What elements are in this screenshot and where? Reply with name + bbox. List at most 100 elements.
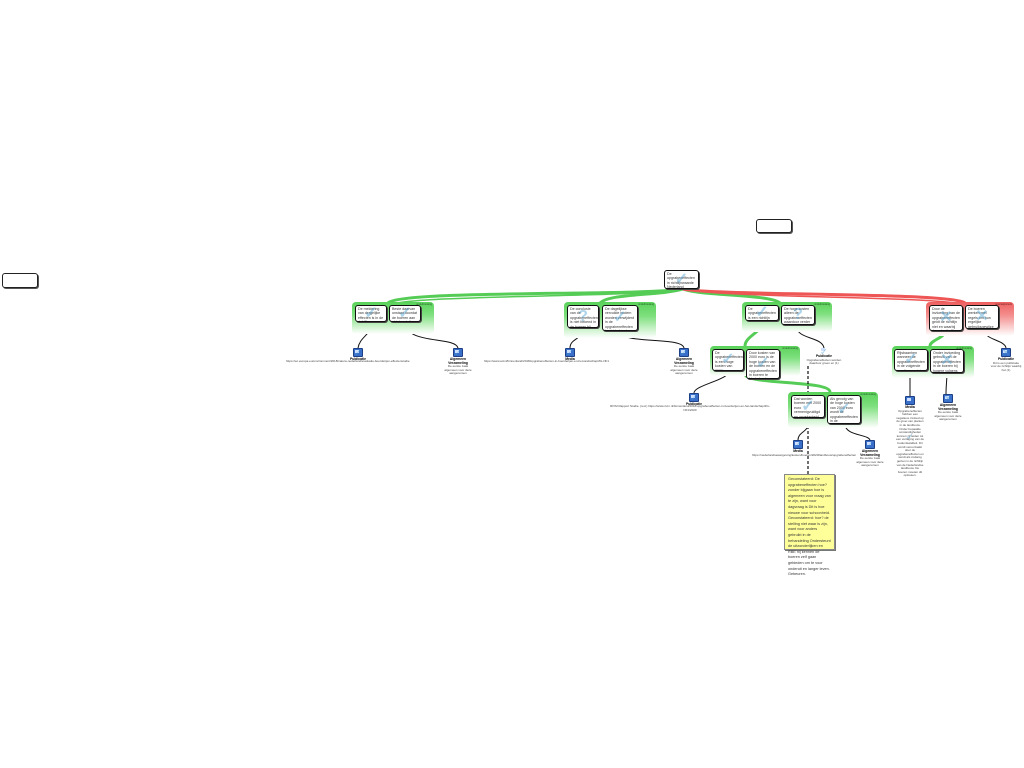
- media-icon: [565, 348, 575, 357]
- source-3b-1[interactable]: Media ✓: [786, 440, 810, 454]
- source-title: Publicatie: [349, 357, 367, 361]
- source-2-2[interactable]: Algemeen Verzameling De eerste zaak alge…: [668, 348, 700, 376]
- source-3-1[interactable]: Publicatie Opgrabeneffecten worden daard…: [806, 347, 842, 366]
- check-icon: ✓: [364, 305, 378, 322]
- claim-4a-1[interactable]: Rijsbaanhen wanneer de opgrabeneffecten …: [894, 349, 928, 371]
- source-2-1[interactable]: Media ✓: [558, 348, 582, 362]
- check-icon: ✓: [904, 351, 918, 368]
- claim-text: Beste daarvan onstaat doordat de boeren …: [392, 307, 417, 321]
- source-title: Algemeen Verzameling: [674, 357, 694, 365]
- publication-icon: [820, 347, 828, 354]
- claim-3b-2[interactable]: Als gevolg van de hoge kosten van 2000 e…: [827, 395, 861, 424]
- source-title: Publicatie: [815, 354, 833, 358]
- claim-text: De meldering van dergelijke effecten is …: [358, 307, 384, 321]
- check-icon: ✓: [721, 351, 735, 368]
- group-label: onderbouwing: [416, 303, 432, 306]
- collection-icon: [943, 394, 953, 403]
- source-title: Publicatie: [685, 402, 703, 406]
- claim-text: Door kosten van 2000 euro is de hoge kos…: [749, 351, 777, 378]
- publication-icon: [1001, 348, 1011, 357]
- source-body: De eerste zaak algemeen voor deze aangen…: [856, 456, 884, 468]
- cross-icon: ✕: [1001, 348, 1011, 359]
- check-icon: ✓: [613, 309, 627, 326]
- group-label: onderbouwing: [956, 347, 972, 350]
- link-root-group3: [682, 287, 781, 305]
- root-claim-text: De opgrabeneffecten in richtlijnwaarde N…: [667, 272, 695, 289]
- claim-3-1[interactable]: De opgrabeneffecten is een richtlijn bes…: [745, 305, 779, 321]
- claim-text: Onder invloeding gebruik van de opgraben…: [933, 351, 961, 373]
- claim-3-2[interactable]: De hoge kosten alleen de opgrabeneffecte…: [781, 305, 815, 325]
- check-icon: ✓: [689, 393, 699, 404]
- group-label: onderbouwing: [860, 393, 876, 396]
- claim-text: De conclusie van de opgrabeneffecten is …: [570, 307, 598, 328]
- claim-text: De boeren werken met regels om hun ergel…: [968, 307, 994, 329]
- claim-2-2[interactable]: De dagelijkse vervuilde bodem worden ver…: [602, 305, 638, 331]
- source-title: Media: [793, 449, 803, 453]
- check-icon: ✓: [755, 305, 769, 321]
- question-icon: ?: [578, 307, 588, 325]
- sticky-note[interactable]: Geconstateerd: De opgrabeneffecten hoe? …: [784, 474, 835, 576]
- check-icon: ✓: [679, 348, 689, 359]
- source-4a-1[interactable]: Media Opgrabeneffecten hebben een negati…: [896, 396, 924, 478]
- source-3b-2[interactable]: Algemeen Verzameling De eerste zaak alge…: [854, 440, 886, 468]
- group-label: onderbouwing: [782, 347, 798, 350]
- check-icon: ✓: [837, 400, 851, 418]
- check-icon: ✓: [674, 270, 689, 288]
- source-url[interactable]: https://nederlandsewetgeving/kosten/boer…: [752, 453, 857, 457]
- source-body: Dit is een publicatie voor de richtlijn …: [990, 360, 1022, 372]
- root-claim[interactable]: De opgrabeneffecten in richtlijnwaarde N…: [664, 270, 699, 289]
- cross-icon: ✕: [943, 394, 953, 405]
- source-3a-1[interactable]: Publicatie ✓: [682, 393, 706, 407]
- claim-text: Dat worden boeren met 2000 euro vermenig…: [794, 397, 822, 418]
- media-icon: [793, 440, 803, 449]
- source-title: Media: [565, 357, 575, 361]
- source-title: Media: [905, 405, 915, 409]
- check-icon: ✓: [565, 348, 575, 359]
- link-root-group2: [598, 287, 684, 305]
- source-title: Algemeen Verzameling: [448, 357, 468, 365]
- source-url[interactable]: RIVM Rapport Studie. (red.) https://www.…: [610, 404, 770, 412]
- check-icon: ✓: [398, 305, 412, 322]
- collection-icon: [453, 348, 463, 357]
- question-icon: ?: [793, 306, 803, 323]
- source-4a-2[interactable]: Algemeen Verzameling De eerste zaak alge…: [932, 394, 964, 422]
- claim-text: Door de invloeding van de opgrabeneffect…: [932, 307, 960, 330]
- source-body: Opgrabeneffecten worden daardoor groen e…: [806, 357, 842, 366]
- source-4-1[interactable]: Publicatie Dit is een publicatie voor de…: [990, 348, 1022, 372]
- source-1-1[interactable]: Publicatie ✓: [346, 348, 370, 362]
- check-icon: ✓: [801, 397, 815, 415]
- claim-text: De opgrabeneffecten is een richtlijn bes…: [748, 307, 776, 320]
- document-icon: [689, 393, 699, 402]
- source-1-2[interactable]: Algemeen Verzameling De eerste zaak alge…: [442, 348, 474, 376]
- claim-text: De opgrabeneffecten is een hoge kosten v…: [715, 351, 743, 371]
- source-url[interactable]: https://www.ad.nl/binnenland/2018/opgrab…: [484, 359, 610, 363]
- claim-3a-2[interactable]: Door kosten van 2000 euro is de hoge kos…: [746, 349, 780, 379]
- empty-node-left[interactable]: [2, 273, 38, 288]
- check-icon: ✓: [819, 347, 829, 358]
- claim-2-1[interactable]: De conclusie van de opgrabeneffecten is …: [567, 305, 599, 328]
- check-icon: ✓: [905, 432, 915, 443]
- claim-3a-1[interactable]: De opgrabeneffecten is een hoge kosten v…: [712, 349, 744, 371]
- document-icon: [353, 348, 363, 357]
- claim-4-1[interactable]: Door de invloeding van de opgrabeneffect…: [929, 305, 963, 331]
- claim-1-1[interactable]: De meldering van dergelijke effecten is …: [355, 305, 387, 322]
- source-body: De eerste zaak algemeen voor deze aangen…: [670, 364, 698, 376]
- source-url[interactable]: https://ec.europa.eu/environment/2018/na…: [286, 359, 410, 363]
- check-icon: ✓: [865, 440, 875, 451]
- source-title: Algemeen Verzameling: [938, 403, 958, 411]
- cross-icon: ✕: [975, 308, 989, 325]
- link-root-group1: [386, 287, 684, 305]
- claim-1-2[interactable]: Beste daarvan onstaat doordat de boeren …: [389, 305, 421, 322]
- source-title: Publicatie: [997, 357, 1015, 361]
- claim-text: De hoge kosten alleen de opgrabeneffecte…: [784, 307, 812, 325]
- claim-4a-2[interactable]: Onder invloeding gebruik van de opgraben…: [930, 349, 964, 373]
- check-icon: ✓: [453, 348, 463, 359]
- group-label: onderbouwing: [638, 303, 654, 306]
- empty-node-top[interactable]: [756, 219, 792, 233]
- media-icon: [905, 396, 915, 405]
- claim-4-2[interactable]: De boeren werken met regels om hun ergel…: [965, 305, 999, 329]
- claim-3b-1[interactable]: Dat worden boeren met 2000 euro vermenig…: [791, 395, 825, 418]
- collection-icon: [865, 440, 875, 449]
